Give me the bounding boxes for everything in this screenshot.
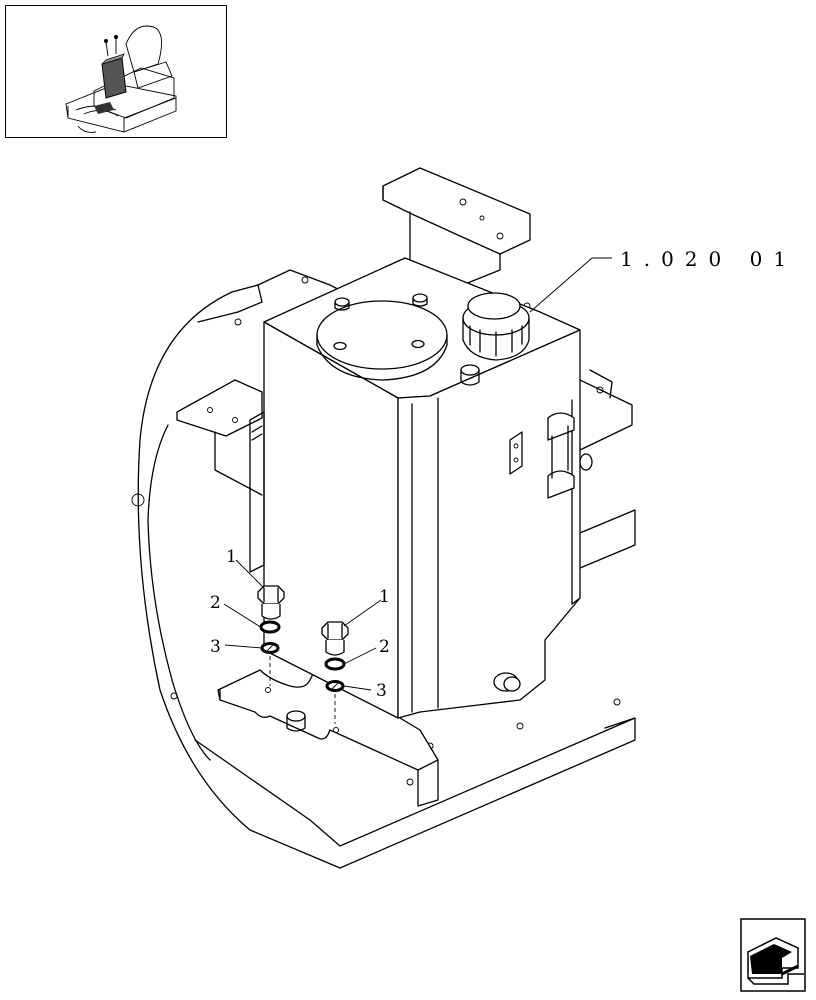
next-page-button[interactable]	[740, 918, 806, 992]
hex-bolt-icon	[321, 621, 349, 656]
machine-locator-thumbnail-icon	[65, 25, 177, 133]
flat-washer-icon	[259, 620, 281, 634]
callout-1-right: 1	[379, 587, 390, 607]
callout-2-right: 2	[379, 637, 390, 657]
callout-leaders	[223, 257, 612, 691]
lock-washer-icon	[260, 642, 280, 654]
sight-gauge-icon	[547, 412, 593, 499]
next-page-arrow-icon	[740, 918, 806, 992]
tank-mounting-bracket	[217, 669, 439, 807]
machine-frame	[131, 167, 636, 869]
callout-3-right: 3	[376, 681, 387, 701]
filler-cap-icon	[462, 292, 530, 361]
callout-2-left: 2	[210, 593, 221, 613]
cover-bolts	[333, 293, 428, 351]
flat-washer-icon	[324, 657, 346, 671]
locator-thumbnail-frame	[5, 5, 227, 138]
hydraulic-tank	[249, 257, 593, 719]
callout-1-left: 1	[226, 547, 237, 567]
lock-washer-icon	[325, 680, 345, 692]
callout-3-left: 3	[210, 637, 221, 657]
reference-label: 1.020 01	[620, 247, 797, 271]
hex-bolt-icon	[257, 585, 285, 620]
